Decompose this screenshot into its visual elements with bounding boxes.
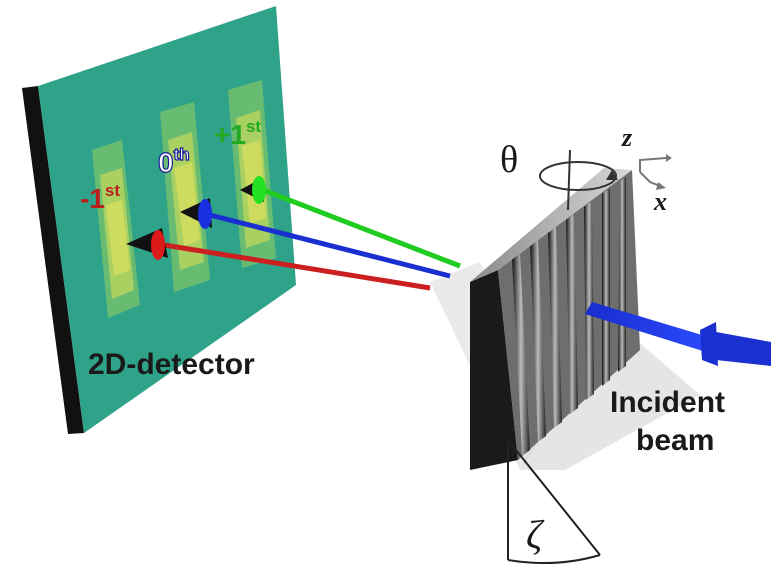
incident-beam-head bbox=[700, 322, 718, 366]
tip-plus1 bbox=[252, 176, 266, 204]
rotation-axis bbox=[567, 149, 571, 211]
label-theta: θ bbox=[500, 139, 518, 181]
detector-edge bbox=[22, 86, 84, 434]
grating-top bbox=[470, 168, 632, 282]
axes-indicator bbox=[639, 154, 672, 190]
label-incident-line1: Incident bbox=[610, 386, 725, 419]
incident-shadow bbox=[520, 300, 700, 470]
grating-assembly bbox=[430, 168, 700, 470]
labels: -1st 0th +1st 2D-detector Incident beam … bbox=[80, 117, 725, 557]
spot-zero-peak bbox=[174, 162, 200, 246]
label-zero: 0th bbox=[158, 145, 190, 178]
beam-minus1 bbox=[157, 241, 431, 291]
axis-z-arrowhead bbox=[666, 154, 672, 162]
label-plus1: +1st bbox=[214, 117, 261, 150]
axis-x-arrowhead bbox=[656, 182, 666, 190]
axis-z-arrow bbox=[639, 157, 667, 172]
label-incident-line2: beam bbox=[636, 424, 714, 457]
zeta-angle bbox=[507, 439, 601, 565]
incident-beam-tail bbox=[716, 332, 771, 366]
label-zeta: ζ bbox=[526, 512, 545, 557]
rotation-arrowhead bbox=[606, 170, 618, 180]
rotation-indicator bbox=[539, 149, 618, 211]
tip-zero bbox=[198, 199, 212, 229]
label-detector: 2D-detector bbox=[88, 348, 255, 381]
axis-x-arrow bbox=[639, 171, 661, 187]
grating-side bbox=[470, 270, 518, 470]
diffracted-beams bbox=[126, 176, 461, 291]
incident-beam-shaft bbox=[585, 302, 712, 352]
rotation-arrow bbox=[539, 161, 617, 191]
incident-beam bbox=[585, 302, 771, 366]
zeta-arc bbox=[507, 554, 601, 565]
zeta-line-tilted bbox=[507, 439, 601, 556]
spot-minus1-peak bbox=[106, 200, 130, 276]
label-minus1: -1st bbox=[80, 181, 120, 214]
tip-minus1 bbox=[151, 230, 165, 260]
label-axis-x: x bbox=[653, 187, 667, 216]
label-axis-z: z bbox=[621, 123, 633, 152]
beam-plus1 bbox=[257, 185, 461, 269]
grating-slits bbox=[512, 177, 626, 456]
beam-zero bbox=[205, 211, 451, 279]
